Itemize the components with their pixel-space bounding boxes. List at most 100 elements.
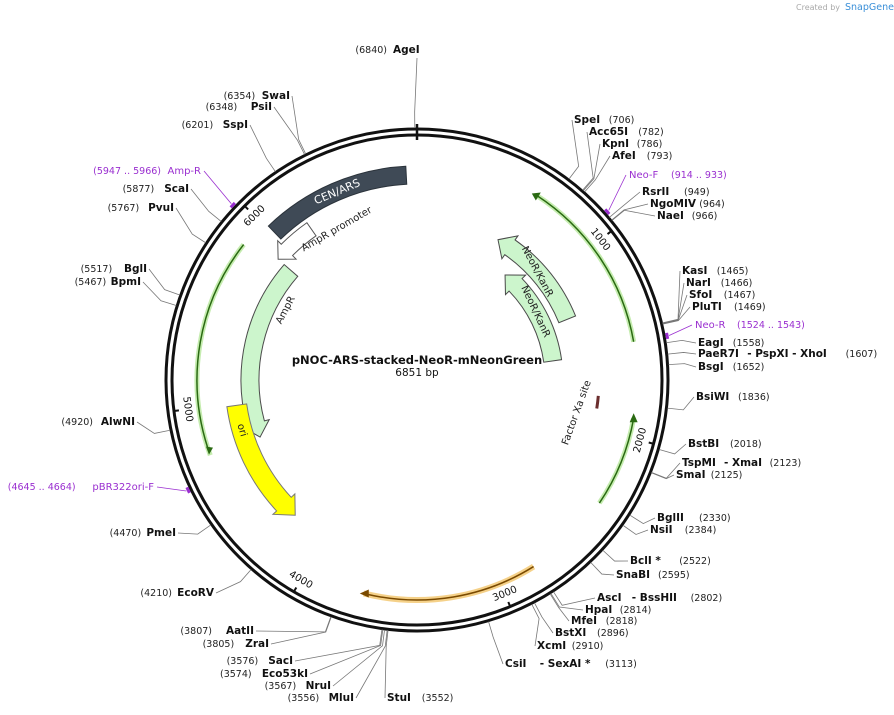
site-leader xyxy=(611,203,649,221)
feature-ampr[interactable] xyxy=(240,263,299,438)
site-paer7i[interactable]: PaeR7I- PspXI - XhoI(1607) xyxy=(667,348,878,360)
site-swai[interactable]: SwaI(6354) xyxy=(224,90,307,155)
site-tspmi[interactable]: TspMI- XmaI(2123) xyxy=(651,457,801,479)
site-ngomiv[interactable]: NgoMIV(964) xyxy=(611,198,725,221)
site-name: EcoRV xyxy=(177,587,215,599)
site-pmei[interactable]: PmeI(4470) xyxy=(110,524,212,539)
site-eco53ki[interactable]: Eco53kI(3574) xyxy=(220,629,384,680)
site-csii[interactable]: CsiI- SexAI *(3113) xyxy=(488,621,637,670)
site-kpni[interactable]: KpnI(786) xyxy=(583,138,662,191)
site-leader xyxy=(414,57,418,129)
site-nrui[interactable]: NruI(3567) xyxy=(265,629,385,692)
site-position: (4470) xyxy=(110,528,142,539)
site-bsgi[interactable]: BsgI(1652) xyxy=(668,361,765,373)
site-mlui[interactable]: MluI(3556) xyxy=(288,630,388,704)
site-leader xyxy=(651,462,681,479)
site-mfei[interactable]: MfeI(2818) xyxy=(549,593,637,627)
site-bgli[interactable]: BglI(5517) xyxy=(81,263,180,296)
site-bstxi[interactable]: BstXI(2896) xyxy=(534,602,629,639)
site-name: NarI xyxy=(686,277,711,289)
site-ecorv[interactable]: EcoRV(4210) xyxy=(140,569,252,599)
site-zrai[interactable]: ZraI(3805) xyxy=(203,616,332,650)
site-leader xyxy=(531,604,540,647)
site-name: BsiWI xyxy=(696,391,729,403)
site-leader xyxy=(332,629,385,687)
site-position: (1467) xyxy=(724,290,756,301)
site-leader xyxy=(190,188,222,222)
site-position: (964) xyxy=(699,199,725,210)
site-sfoi[interactable]: SfoI(1467) xyxy=(662,289,756,325)
tick-2000 xyxy=(648,441,655,446)
neor-translation-glow xyxy=(535,193,637,343)
site-position: (2896) xyxy=(597,628,629,639)
center-label: pNOC-ARS-stacked-NeoR-mNeonGreen 6851 bp xyxy=(292,353,542,379)
site-afei[interactable]: AfeI(793) xyxy=(584,150,673,193)
site-position: (5877) xyxy=(123,184,155,195)
site-pvui[interactable]: PvuI(5767) xyxy=(108,202,206,244)
site-name: BclI * xyxy=(630,555,661,567)
feature-neor-kanr-1[interactable] xyxy=(497,235,577,324)
site-agei[interactable]: AgeI(6840) xyxy=(355,44,420,129)
site-xcmi[interactable]: XcmI(2910) xyxy=(531,604,604,652)
site-eagi[interactable]: EagI(1558) xyxy=(666,337,764,349)
site-leader xyxy=(550,593,584,611)
site-kasi[interactable]: KasI(1465) xyxy=(662,265,748,324)
site-acc65i[interactable]: Acc65I(782) xyxy=(582,126,664,191)
feature-factor-xa[interactable] xyxy=(595,395,600,409)
primer-leader xyxy=(156,486,187,492)
site-position: (793) xyxy=(647,151,673,162)
site-pluti[interactable]: PluTI(1469) xyxy=(662,301,766,325)
site-leader xyxy=(177,524,212,535)
site-name: AscI xyxy=(597,592,622,604)
primer-neor[interactable]: Neo-R(1524 .. 1543) xyxy=(665,320,805,340)
site-nari[interactable]: NarI (1466) xyxy=(662,277,753,324)
site-naei[interactable]: NaeI(966) xyxy=(611,209,717,222)
primer-pbr322orif[interactable]: pBR322ori-F(4645 .. 4664) xyxy=(8,482,191,494)
tick-3000 xyxy=(507,601,512,608)
feature-cen-ars[interactable] xyxy=(267,165,408,240)
primer-mark xyxy=(604,208,611,215)
site-rsrii[interactable]: RsrII(949) xyxy=(609,186,710,218)
site-name: NgoMIV xyxy=(650,198,697,210)
site-name: BstBI xyxy=(688,438,719,450)
primer-neof[interactable]: Neo-F(914 .. 933) xyxy=(604,170,727,215)
site-saci[interactable]: SacI(3576) xyxy=(227,629,383,667)
site-alwni[interactable]: AlwNI(4920) xyxy=(61,416,171,434)
site-leader xyxy=(534,602,554,634)
site-aatii[interactable]: AatII(3807) xyxy=(180,616,332,637)
site-snabi[interactable]: SnaBI(2595) xyxy=(590,562,690,581)
site-bstbi[interactable]: BstBI(2018) xyxy=(659,438,762,455)
site-hpai[interactable]: HpaI(2814) xyxy=(550,593,651,616)
feature-ampr-promoter[interactable] xyxy=(277,222,317,260)
plasmid-length: 6851 bp xyxy=(395,367,439,379)
site-bpmi[interactable]: BpmI(5467) xyxy=(75,276,177,306)
site-name: BglI xyxy=(124,263,147,275)
credit: Created by SnapGene xyxy=(796,2,894,13)
site-position: (1466) xyxy=(721,278,753,289)
site-leader xyxy=(583,143,601,191)
site-leader xyxy=(291,95,307,155)
feature-neor-kanr-2[interactable] xyxy=(504,274,563,363)
site-nsii[interactable]: NsiI(2384) xyxy=(622,524,716,536)
site-leader xyxy=(249,124,276,172)
plasmid-name: pNOC-ARS-stacked-NeoR-mNeonGreen xyxy=(292,353,542,367)
site-stui[interactable]: StuI(3552) xyxy=(384,630,453,704)
site-spei[interactable]: SpeI(706) xyxy=(568,114,635,180)
site-position: (3556) xyxy=(288,693,320,704)
site-scai[interactable]: ScaI(5877) xyxy=(123,183,222,222)
site-smai[interactable]: SmaI(2125) xyxy=(651,469,742,481)
site-bsiwi[interactable]: BsiWI(1836) xyxy=(667,391,770,411)
primer-leader xyxy=(608,174,627,211)
site-sspi[interactable]: SspI(6201) xyxy=(182,119,276,172)
site-bglii[interactable]: BglII(2330) xyxy=(629,512,731,525)
site-asci[interactable]: AscI- BssHII(2802) xyxy=(553,591,723,606)
primer-ampr[interactable]: Amp-R(5947 .. 5966) xyxy=(93,166,236,209)
site-name: Acc65I xyxy=(589,126,628,138)
site-position: (706) xyxy=(609,115,635,126)
site-psii[interactable]: PsiI(6348) xyxy=(206,101,305,155)
site-bcli[interactable]: BclI *(2522) xyxy=(602,549,711,567)
orange-translation-arrowhead xyxy=(359,589,369,598)
restriction-sites: AgeI(6840) SwaI(6354)PsiI(6348)SspI(6201)… xyxy=(61,44,877,704)
feature-ori[interactable] xyxy=(226,403,296,516)
site-leader xyxy=(662,306,691,325)
